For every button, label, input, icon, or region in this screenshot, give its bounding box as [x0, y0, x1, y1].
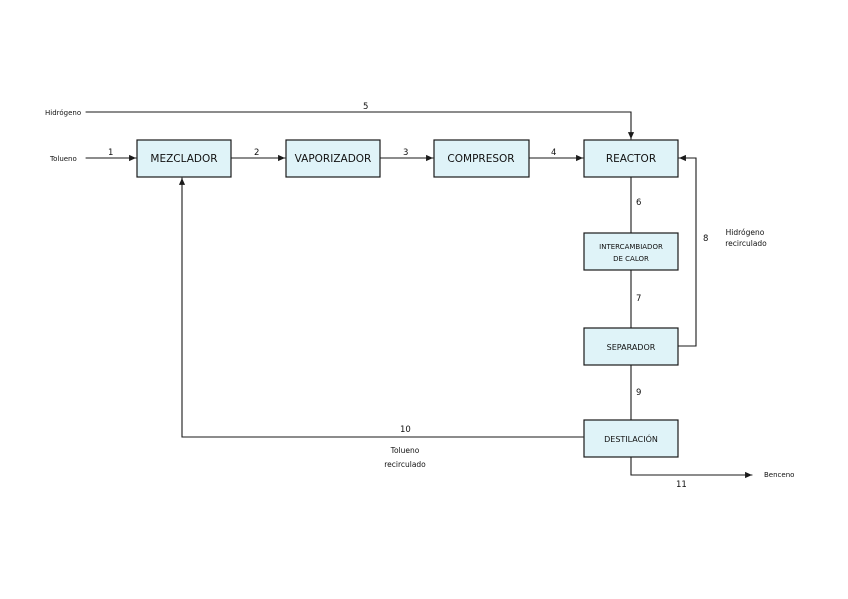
- hidrogeno-feed-label: Hidrógeno: [45, 109, 81, 117]
- stream-2-number: 2: [254, 148, 259, 158]
- stream-5-number: 5: [363, 102, 368, 112]
- destilacion-label: DESTILACIÓN: [604, 433, 658, 444]
- destilacion-unit: DESTILACIÓN: [583, 419, 679, 458]
- stream-3-number: 3: [403, 148, 408, 158]
- stream-6-number: 6: [636, 198, 641, 208]
- mezclador-unit: MEZCLADOR: [136, 139, 232, 178]
- reactor-label: REACTOR: [606, 153, 656, 165]
- intercambiador-unit: INTERCAMBIADOR DE CALOR: [583, 232, 679, 271]
- separador-label: SEPARADOR: [607, 343, 656, 352]
- hidrogeno-recirculado-label-line2: recirculado: [725, 239, 767, 248]
- intercambiador-label-line2: DE CALOR: [613, 255, 649, 263]
- stream-7-number: 7: [636, 294, 641, 304]
- mezclador-label: MEZCLADOR: [150, 153, 217, 165]
- reactor-unit: REACTOR: [583, 139, 679, 178]
- tolueno-recirculado-label-line2: recirculado: [384, 460, 426, 469]
- vaporizador-unit: VAPORIZADOR: [285, 139, 381, 178]
- stream-8-number: 8: [703, 234, 708, 244]
- stream-9-number: 9: [636, 388, 641, 398]
- stream-5-line: [85, 111, 635, 140]
- stream-8-line: [677, 154, 697, 347]
- compresor-unit: COMPRESOR: [433, 139, 530, 178]
- stream-11-line: [630, 456, 753, 479]
- stream-11-number: 11: [676, 480, 687, 490]
- stream-10-line: [178, 177, 584, 438]
- stream-4-number: 4: [551, 148, 556, 158]
- hidrogeno-recirculado-label-line1: Hidrógeno: [726, 228, 765, 237]
- stream-1-number: 1: [108, 148, 113, 158]
- benceno-product-label: Benceno: [764, 471, 794, 479]
- stream-10-number: 10: [400, 425, 411, 435]
- intercambiador-label-line1: INTERCAMBIADOR: [599, 243, 663, 251]
- tolueno-recirculado-label-line1: Tolueno: [390, 446, 420, 455]
- separador-unit: SEPARADOR: [583, 327, 679, 366]
- tolueno-feed-label: Tolueno: [49, 155, 77, 163]
- compresor-label: COMPRESOR: [447, 153, 514, 165]
- vaporizador-label: VAPORIZADOR: [295, 153, 372, 165]
